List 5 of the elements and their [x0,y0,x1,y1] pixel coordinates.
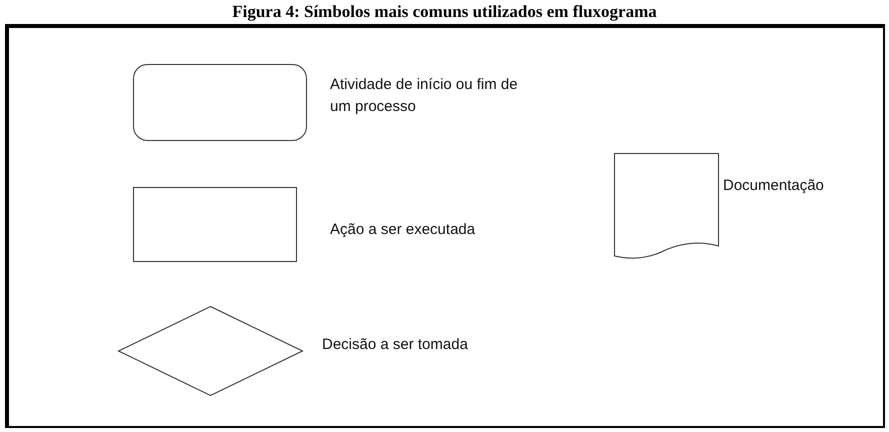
symbol-description: Ação a ser executada [330,220,476,240]
symbol-description: Documentação [723,176,825,196]
symbol-description: Decisão a ser tomada [322,335,469,355]
figure-title: Figura 4: Símbolos mais comuns utilizados em fluxograma [231,2,658,22]
symbol-description: Atividade de início ou fim de um processo [330,75,519,117]
